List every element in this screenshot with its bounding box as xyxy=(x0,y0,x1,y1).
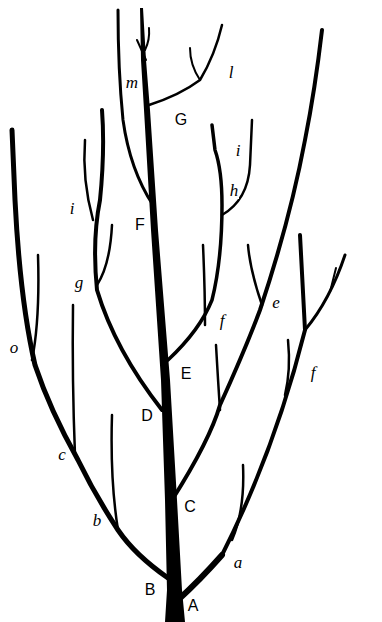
branch-label: E xyxy=(180,366,193,382)
branch-label: h xyxy=(229,182,240,199)
branch-label: e xyxy=(271,294,281,311)
branch-label: o xyxy=(9,339,20,356)
branch-label: i xyxy=(69,200,76,217)
branch-label: a xyxy=(233,554,244,571)
branch-label: b xyxy=(92,512,103,529)
branch-label: f xyxy=(219,312,226,329)
branch-label: f xyxy=(310,364,317,381)
branch-label: c xyxy=(57,446,67,463)
branch-label: m xyxy=(125,74,139,91)
branch-label: B xyxy=(144,582,157,598)
branch-label: G xyxy=(174,112,188,128)
branch-label: g xyxy=(74,274,85,291)
branch-label: D xyxy=(140,408,154,424)
branch-label: l xyxy=(228,64,235,81)
branch-label: C xyxy=(183,499,197,515)
branch-label: i xyxy=(235,142,242,159)
branch-label: A xyxy=(187,598,200,614)
branch-label: F xyxy=(134,217,146,233)
